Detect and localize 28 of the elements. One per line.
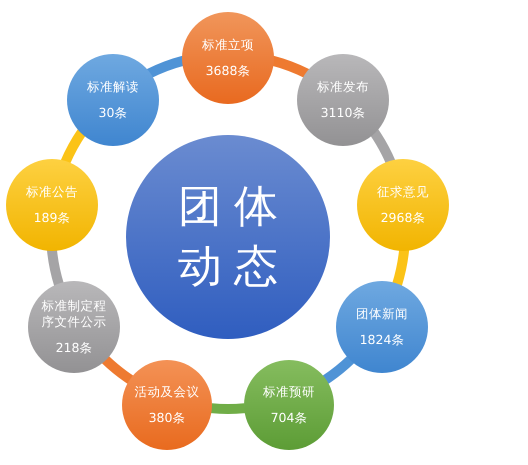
count-label: 2968条	[380, 210, 426, 226]
ring-arc	[102, 356, 134, 384]
topic-label: 标准公告	[26, 184, 78, 200]
ring-arc	[392, 248, 410, 286]
ring-arc	[146, 56, 186, 78]
ring-arc	[270, 56, 310, 78]
topic-label: 征求意见	[377, 184, 429, 200]
topic-label: 标准立项	[202, 37, 254, 53]
ring-arc	[370, 128, 396, 165]
ring-arc	[211, 403, 245, 414]
count-label: 189条	[34, 210, 70, 226]
count-label: 704条	[270, 410, 308, 426]
topic-label: 标准发布	[317, 79, 369, 95]
count-label: 1824条	[360, 332, 404, 348]
ring-arc	[46, 248, 64, 286]
topic-label: 标准预研	[263, 384, 315, 400]
count-label: 380条	[148, 410, 186, 426]
topic-label: 活动及会议	[134, 384, 200, 400]
ring-arc	[60, 128, 86, 165]
count-label: 30条	[98, 105, 128, 121]
topic-label: 标准解读	[87, 79, 139, 95]
topic-label: 团体新闻	[356, 306, 408, 322]
count-label: 3110条	[320, 105, 366, 121]
ring-arc	[322, 356, 354, 384]
count-label: 3688条	[206, 63, 250, 79]
center-title: 团体动态	[177, 180, 291, 294]
count-label: 218条	[56, 340, 92, 356]
topic-label: 标准制定程序文件公示	[41, 298, 107, 330]
